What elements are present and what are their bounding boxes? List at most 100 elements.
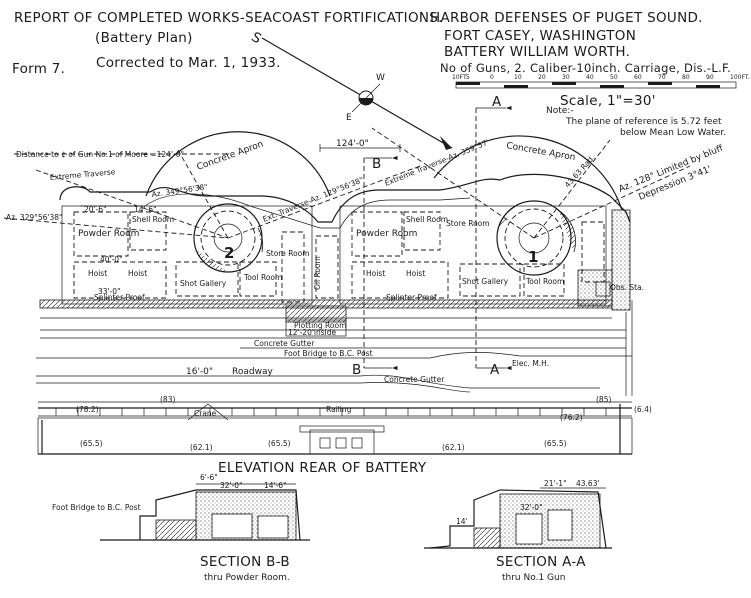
form-number: Form 7. xyxy=(12,61,65,77)
section-a-dim-3: 32'-0" xyxy=(520,503,543,512)
section-b-caption: SECTION B-B xyxy=(200,554,290,570)
gun-1-number: 1 xyxy=(528,248,538,266)
extreme-traverse-right-label: Extreme Traverse-Az. 359°57' xyxy=(383,138,490,188)
section-a-dim-1: 21'-1" xyxy=(544,479,567,488)
section-a-sub: thru No.1 Gun xyxy=(502,573,565,583)
roadway-label: Roadway xyxy=(232,367,273,377)
elevation-rear: Crane Railing (78.2) (83) (65.5) (62.1) … xyxy=(37,395,652,476)
section-b-dim-2: 32'-0" xyxy=(220,481,243,490)
distance-label: Distance to ¢ of Gun No.1 of Moore =124'… xyxy=(16,150,184,159)
section-b-bottom: B xyxy=(352,362,362,378)
azimuth-left-label: Az. 329°56'38" xyxy=(6,213,63,222)
foot-bridge-label: Foot Bridge to B.C. Post xyxy=(284,349,373,358)
railing-label: Railing xyxy=(326,405,352,414)
tool-room-right: Tool Room xyxy=(525,277,564,286)
compass-west: W xyxy=(376,73,385,83)
section-b-dim-3: 14'-6" xyxy=(264,481,287,490)
elevation-caption: ELEVATION REAR OF BATTERY xyxy=(218,460,427,476)
north-arrow: S W E xyxy=(249,29,453,150)
plotting-room-size: 12'-20'inside xyxy=(288,328,337,337)
elev-label-6: (62.1) xyxy=(442,443,465,452)
scale-tick-label: 0 xyxy=(490,74,494,81)
elev-label-8: (85) xyxy=(596,395,611,404)
section-b-b: 6'-6" 32'-0" 14'-6" Foot Bridge to B.C. … xyxy=(52,473,310,583)
crane-label: Crane xyxy=(194,409,217,418)
scale-tick-label: 80 xyxy=(682,74,690,81)
hoist-right-1: Hoist xyxy=(366,269,385,278)
elec-mh-label: Elec. M.H. xyxy=(512,359,549,368)
scale-tick-label: 70 xyxy=(658,74,666,81)
shell-room-left: Shell Room xyxy=(132,215,174,224)
shot-gallery-right: Shot Gallery xyxy=(462,277,509,286)
section-a-bottom: A xyxy=(490,362,500,378)
battery-plan: Distance to ¢ of Gun No.1 of Moore =124'… xyxy=(3,94,725,396)
scale-tick-label: 40 xyxy=(586,74,594,81)
scale-tick-label: 5 xyxy=(466,74,470,81)
compass-east: E xyxy=(346,113,352,123)
section-a-dim-4: 14' xyxy=(456,517,468,526)
shell-room-right: Shell Room xyxy=(406,215,448,224)
elev-label-2: (83) xyxy=(160,395,175,404)
roadway-width: 16'-0" xyxy=(186,367,213,377)
tool-room-left: Tool Room xyxy=(243,273,282,282)
elev-label-1: (78.2) xyxy=(76,405,99,414)
section-a-dim-2: 43.63' xyxy=(576,479,600,488)
scale-tick-label: 50 xyxy=(610,74,618,81)
powder-room-right: Powder Room xyxy=(356,229,417,239)
section-a-top: A xyxy=(492,94,502,110)
concrete-gutter-2: Concrete Gutter xyxy=(384,375,445,384)
header-right-line4: No of Guns, 2. Caliber-10inch. Carriage,… xyxy=(440,61,731,75)
scale-tick-label: 30 xyxy=(562,74,570,81)
elev-label-7: (65.5) xyxy=(544,439,567,448)
dimension-33: 33'-0" xyxy=(98,287,121,296)
hoist-left-2: Hoist xyxy=(128,269,147,278)
elev-label-4: (62.1) xyxy=(190,443,213,452)
section-b-top: B xyxy=(372,156,382,172)
scale-tick-label: 90 xyxy=(706,74,714,81)
azimuth-mid-label: Az. 349°56'38" xyxy=(151,182,208,199)
section-b-sub: thru Powder Room. xyxy=(204,573,290,583)
corrected-date: Corrected to Mar. 1, 1933. xyxy=(96,55,281,71)
dimension-14-6: 14'-6" xyxy=(134,205,157,214)
hoist-right-2: Hoist xyxy=(406,269,425,278)
section-a-a: 21'-1" 43.63' 32'-0" 14' SECTION A-A thr… xyxy=(424,479,612,583)
oil-room: Oil Room xyxy=(313,256,322,290)
title-line1: REPORT OF COMPLETED WORKS-SEACOAST FORTI… xyxy=(14,10,443,26)
scale-tick-label: 60 xyxy=(634,74,642,81)
dimension-124: 124'-0" xyxy=(336,139,369,149)
concrete-apron-left: Concrete Apron xyxy=(196,139,265,172)
scale-tick-label: 10 xyxy=(514,74,522,81)
splinter-proof-right: Splinter Proof xyxy=(386,293,437,302)
header-right-line3: BATTERY WILLIAM WORTH. xyxy=(444,44,630,60)
store-room-left: Store Room xyxy=(266,249,310,258)
header-right-line2: FORT CASEY, WASHINGTON xyxy=(444,28,636,44)
scale-tick-label: 20 xyxy=(538,74,546,81)
elev-label-3: (65.5) xyxy=(80,439,103,448)
note-line1: Note:- xyxy=(546,106,574,116)
plotting-room-label: Plotting Room xyxy=(294,321,346,330)
obs-sta-label: Obs. Sta. xyxy=(610,283,644,292)
note-line2: The plane of reference is 5.72 feet xyxy=(565,117,722,127)
scale-caption: Scale, 1"=30' xyxy=(560,93,656,109)
elev-label-9: (76.2) xyxy=(560,413,583,422)
powder-room-left: Powder Room xyxy=(78,229,139,239)
splinter-proof-left: Splinter Proof xyxy=(94,293,145,302)
compass-south: S xyxy=(249,29,265,47)
concrete-gutter-label: Concrete Gutter xyxy=(254,339,315,348)
title-line2: (Battery Plan) xyxy=(95,30,193,46)
dimension-40: 40'-0" xyxy=(100,255,123,264)
gun-2-number: 2 xyxy=(224,244,234,262)
section-b-foot-bridge: Foot Bridge to B.C. Post xyxy=(52,503,141,512)
store-room-right: Store Room xyxy=(446,219,490,228)
header-right-line1: HARBOR DEFENSES OF PUGET SOUND. xyxy=(430,10,703,26)
scale-tick-label: 100FT. xyxy=(730,74,750,81)
dimension-20-6: 20'-6" xyxy=(84,205,107,214)
section-a-caption: SECTION A-A xyxy=(496,554,586,570)
hoist-left-1: Hoist xyxy=(88,269,107,278)
scale-unit: 10FT. xyxy=(452,74,468,81)
note-line3: below Mean Low Water. xyxy=(620,128,726,138)
traverse-left-label: Extreme Traverse xyxy=(49,167,116,182)
elev-label-5: (65.5) xyxy=(268,439,291,448)
